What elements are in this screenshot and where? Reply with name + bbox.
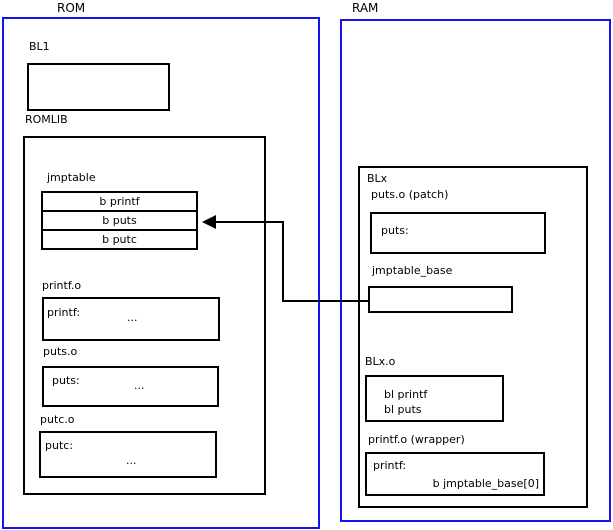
blx-label: BLx xyxy=(367,172,388,185)
puts-patch-label: puts.o (patch) xyxy=(371,188,449,201)
bl1-label: BL1 xyxy=(29,40,50,53)
printf-wrapper-label: printf.o (wrapper) xyxy=(368,433,465,446)
puts-o-box: puts: ... xyxy=(42,366,219,407)
printf-wrapper-box: printf: b jmptable_base[0] xyxy=(365,452,545,496)
printf-symbol: printf: xyxy=(47,306,81,319)
printf-o-label: printf.o xyxy=(42,279,82,292)
putc-symbol: putc: xyxy=(45,439,74,452)
blx-box xyxy=(358,166,588,508)
putc-o-label: putc.o xyxy=(40,413,75,426)
blx-o-instruction-bl-printf: bl printf xyxy=(384,388,428,401)
puts-o-label: puts.o xyxy=(43,345,78,358)
jmptable-entry-puts: b puts xyxy=(41,210,198,231)
printf-body-ellipsis: ... xyxy=(127,311,138,324)
puts-patch-box: puts: xyxy=(370,212,546,254)
printf-o-box: printf: ... xyxy=(42,297,220,341)
printf-wrapper-symbol: printf: xyxy=(373,459,407,472)
bl1-box xyxy=(27,63,170,111)
jmptable: b printf b puts b putc xyxy=(41,191,198,250)
romlib-box xyxy=(23,136,266,495)
jmptable-entry-putc: b putc xyxy=(41,229,198,250)
jmptable-base-label: jmptable_base xyxy=(372,264,453,277)
jmptable-label: jmptable xyxy=(47,171,96,184)
romlib-label: ROMLIB xyxy=(25,113,68,126)
putc-body-ellipsis: ... xyxy=(126,454,137,467)
printf-wrapper-instruction: b jmptable_base[0] xyxy=(432,477,539,490)
ram-region-title: RAM xyxy=(352,1,379,15)
puts-body-ellipsis: ... xyxy=(134,379,145,392)
jmptable-base-box xyxy=(368,286,513,313)
blx-o-instruction-bl-puts: bl puts xyxy=(384,403,422,416)
blx-o-box: bl printf bl puts xyxy=(365,375,504,422)
jmptable-entry-printf: b printf xyxy=(41,191,198,212)
rom-region-title: ROM xyxy=(57,1,86,15)
puts-patch-symbol: puts: xyxy=(381,224,409,237)
putc-o-box: putc: ... xyxy=(39,431,217,478)
puts-symbol: puts: xyxy=(52,374,80,387)
blx-o-label: BLx.o xyxy=(365,355,396,368)
